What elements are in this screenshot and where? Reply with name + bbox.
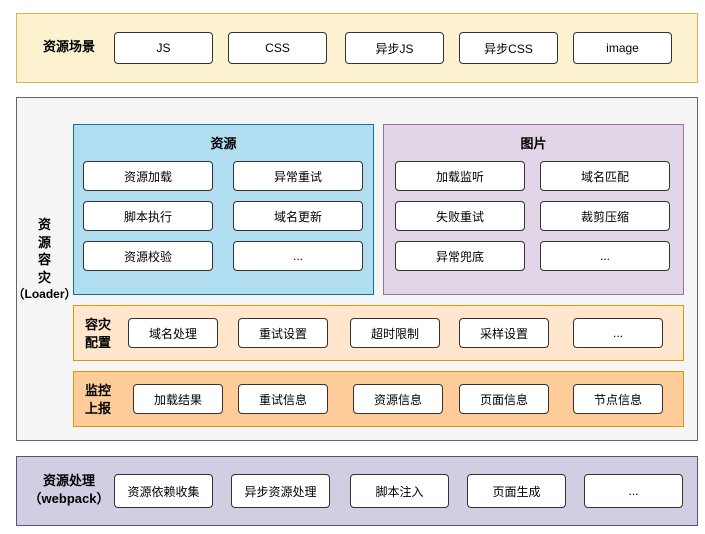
image-crop-compress: 裁剪压缩	[540, 201, 670, 231]
loader-title-char: 源	[37, 234, 51, 250]
processing-dependency-collect: 资源依赖收集	[114, 474, 213, 508]
config-domain: 域名处理	[128, 318, 218, 348]
image-fail-retry: 失败重试	[395, 201, 525, 231]
monitor-title: 监控 上报	[78, 382, 118, 417]
monitor-load-result: 加载结果	[133, 384, 223, 414]
scene-async-js: 异步JS	[345, 32, 444, 64]
scene-js: JS	[114, 32, 213, 64]
processing-async-resource: 异步资源处理	[231, 474, 330, 508]
resource-domain-update: 域名更新	[233, 201, 363, 231]
config-title-line: 配置	[84, 334, 111, 350]
image-load-listen: 加载监听	[395, 161, 525, 191]
image-error-fallback: 异常兜底	[395, 241, 525, 271]
loader-title-sub: （Loader）	[12, 287, 77, 302]
scene-async-css: 异步CSS	[459, 32, 558, 64]
config-title-line: 容灾	[84, 317, 111, 332]
scene-image: image	[573, 32, 672, 64]
resource-scenes-title: 资源场景	[42, 39, 95, 54]
monitor-page-info: 页面信息	[459, 384, 549, 414]
resource-panel-title: 资源	[210, 136, 237, 151]
processing-title-line2: （webpack）	[28, 490, 110, 506]
resource-error-retry: 异常重试	[233, 161, 363, 191]
resource-load: 资源加载	[83, 161, 213, 191]
scene-css: CSS	[228, 32, 327, 64]
image-more: ...	[540, 241, 670, 271]
resource-more: ...	[233, 241, 363, 271]
monitor-node-info: 节点信息	[573, 384, 663, 414]
processing-title: 资源处理 （webpack）	[24, 472, 114, 507]
image-domain-match: 域名匹配	[540, 161, 670, 191]
resource-verify: 资源校验	[83, 241, 213, 271]
loader-title-char: 资	[37, 217, 51, 232]
processing-title-line1: 资源处理	[42, 473, 95, 488]
processing-page-generate: 页面生成	[467, 474, 566, 508]
resource-script-exec: 脚本执行	[83, 201, 213, 231]
processing-more: ...	[584, 474, 683, 508]
config-retry: 重试设置	[238, 318, 328, 348]
processing-script-inject: 脚本注入	[350, 474, 449, 508]
loader-title-char: 容	[37, 252, 51, 268]
config-sampling: 采样设置	[459, 318, 549, 348]
config-timeout: 超时限制	[350, 318, 440, 348]
monitor-title-line: 监控	[84, 383, 111, 398]
monitor-retry-info: 重试信息	[238, 384, 328, 414]
loader-title: 资 源 容 灾 （Loader）	[13, 216, 77, 302]
image-panel-title: 图片	[520, 136, 547, 151]
config-title: 容灾 配置	[78, 316, 118, 351]
config-more: ...	[573, 318, 663, 348]
loader-title-char: 灾	[37, 269, 51, 285]
monitor-resource-info: 资源信息	[353, 384, 443, 414]
monitor-title-line: 上报	[84, 400, 111, 416]
